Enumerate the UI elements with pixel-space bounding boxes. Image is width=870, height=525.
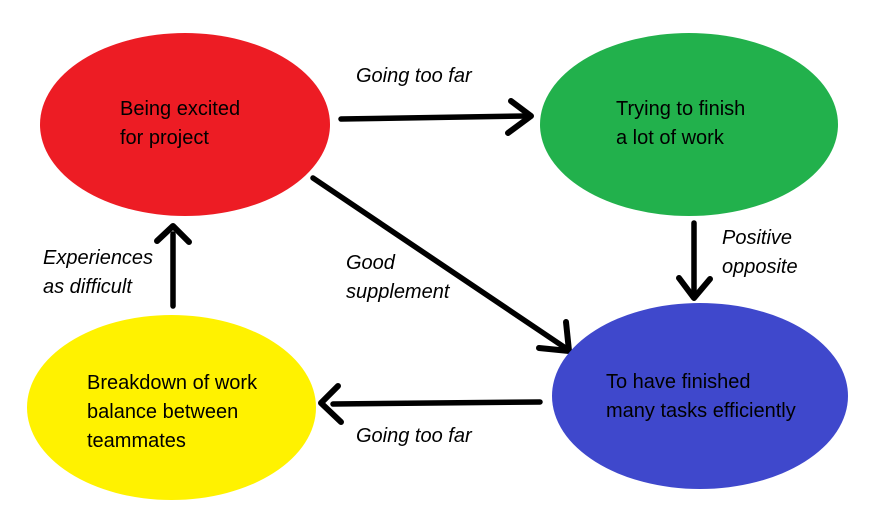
arrow-trying-to-finished — [676, 220, 713, 301]
node-finished-tasks: To have finished many tasks efficiently — [552, 303, 848, 489]
node-being-excited-label: Being excited for project — [120, 98, 241, 149]
node-being-excited: Being excited for project — [40, 33, 330, 216]
arrow-excited-to-trying — [338, 98, 534, 136]
edge-label-positive-opposite: Positive opposite — [722, 227, 798, 278]
arrow-finished-to-breakdown — [318, 383, 543, 425]
arrow-breakdown-to-excited — [154, 223, 192, 309]
node-trying-to-finish: Trying to finish a lot of work — [540, 33, 838, 216]
edge-label-going-too-far-top: Going too far — [356, 65, 472, 87]
node-breakdown-balance-label: Breakdown of work balance between teamma… — [87, 372, 258, 452]
node-breakdown-balance: Breakdown of work balance between teamma… — [27, 315, 316, 500]
edge-label-going-too-far-bottom: Going too far — [356, 425, 472, 447]
edge-label-good-supplement: Good supplement — [346, 252, 450, 303]
edge-label-experiences-as-difficult: Experiences as difficult — [43, 247, 154, 298]
node-trying-to-finish-label: Trying to finish a lot of work — [616, 98, 746, 149]
node-finished-tasks-label: To have finished many tasks efficiently — [606, 371, 796, 422]
